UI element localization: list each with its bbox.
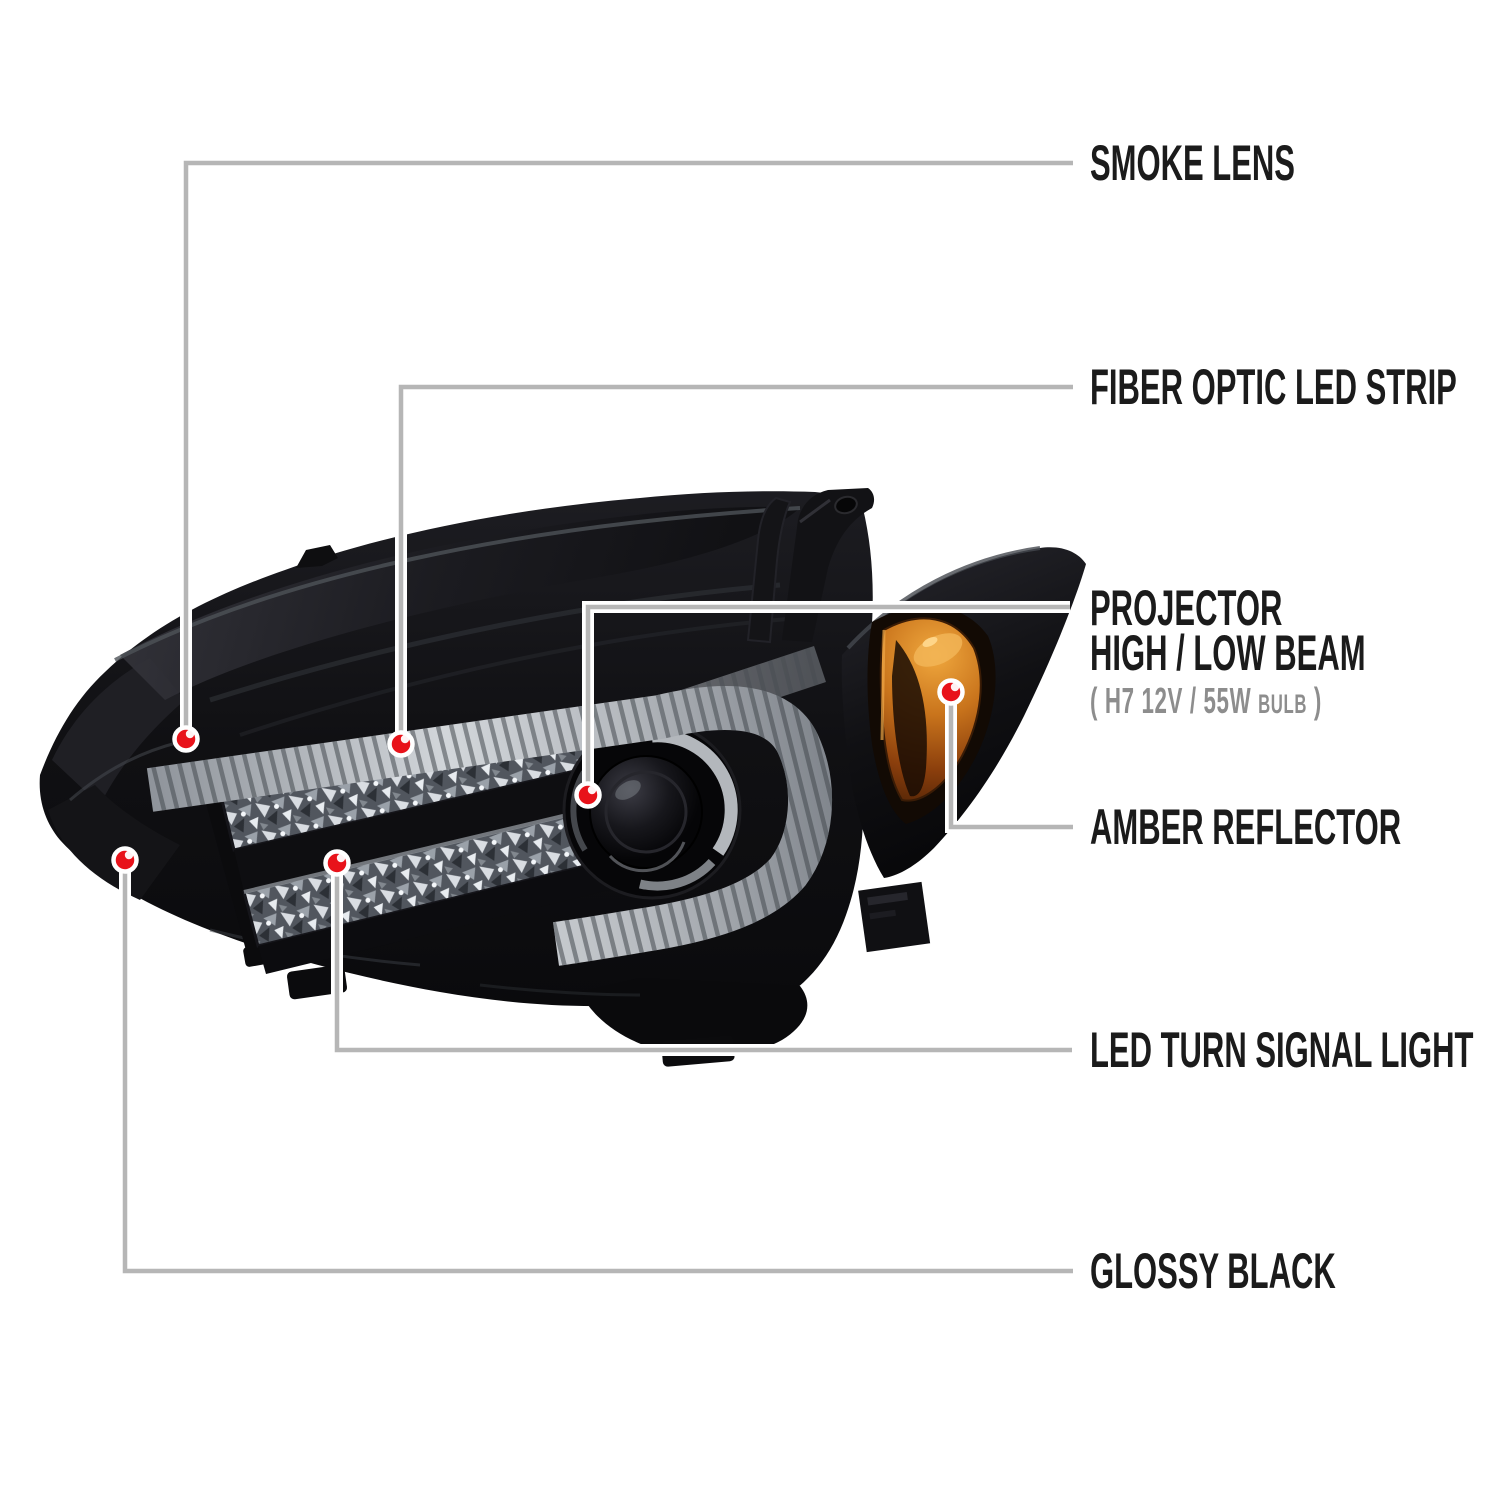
label-led-turn-signal-light: LED TURN SIGNAL LIGHT — [1090, 1022, 1474, 1078]
marker-dot-fiber-optic-led-strip — [387, 730, 415, 758]
projector-bulb-spec: ( H7 12V / 55W BULB ) — [1090, 680, 1322, 721]
left-tip-facet — [52, 658, 185, 805]
fiber-optic-light-guide — [146, 645, 833, 966]
marker-dot-glossy-black — [111, 846, 139, 874]
smoke-lens-sheen — [120, 506, 800, 700]
marker-dot-projector-high-low-beam — [574, 781, 602, 809]
projector-assembly — [562, 720, 742, 900]
projector-label-line1: PROJECTOR — [1090, 580, 1283, 636]
label-amber-reflector: AMBER REFLECTOR — [1090, 799, 1402, 855]
callout-line-led-turn-signal-light — [334, 863, 1072, 1053]
projector-label-line2: HIGH / LOW BEAM — [1090, 625, 1366, 681]
left-lower-facet — [48, 785, 180, 900]
side-bracket — [858, 881, 931, 953]
label-projector-high-low-beam: PROJECTOR HIGH / LOW BEAM ( H7 12V / 55W… — [1090, 580, 1366, 725]
headlight-photo — [39, 488, 1086, 1067]
marker-dot-amber-reflector — [937, 678, 965, 706]
lower-housing — [580, 978, 808, 1057]
callout-line-amber-reflector — [948, 692, 1073, 830]
marker-dot-smoke-lens — [172, 725, 200, 753]
callout-line-projector-high-low-beam — [585, 604, 1070, 795]
label-smoke-lens: SMOKE LENS — [1090, 135, 1295, 191]
callout-line-glossy-black — [122, 860, 1073, 1274]
callout-line-fiber-optic-led-strip — [398, 384, 1073, 744]
label-glossy-black: GLOSSY BLACK — [1090, 1243, 1336, 1299]
callout-line-smoke-lens — [183, 160, 1073, 739]
marker-dot-led-turn-signal-light — [323, 849, 351, 877]
label-fiber-optic-led-strip: FIBER OPTIC LED STRIP — [1090, 359, 1457, 415]
